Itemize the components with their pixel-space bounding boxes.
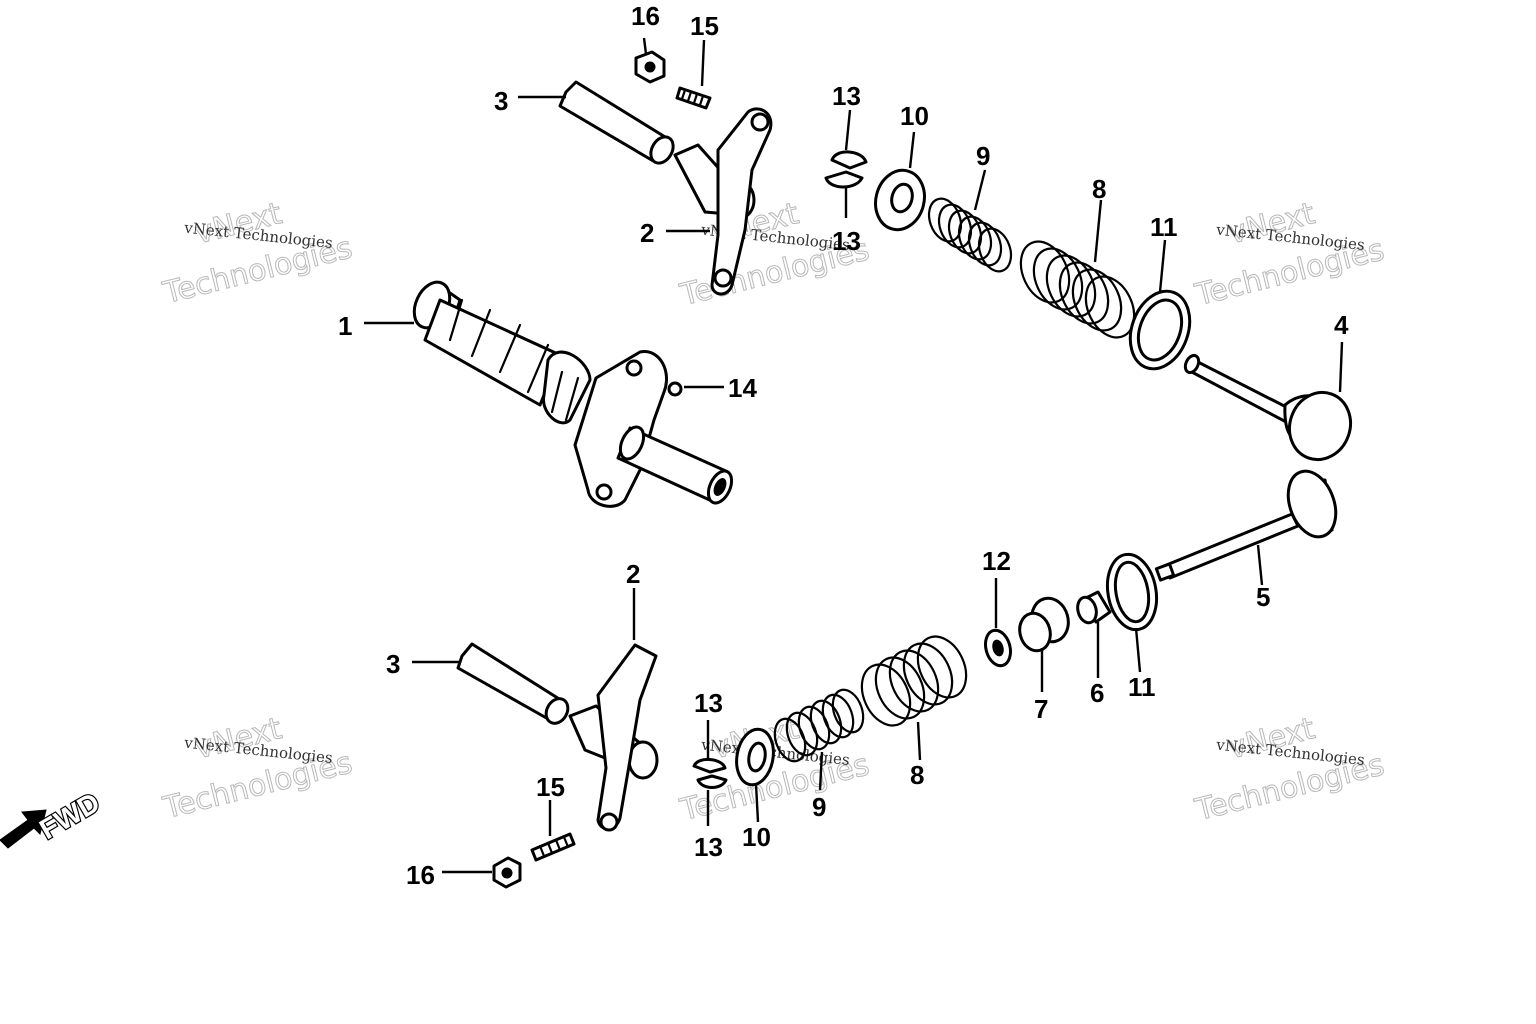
callout-12: 12 xyxy=(982,546,1011,576)
cotter-upper-part[interactable] xyxy=(824,150,868,189)
rocker-shaft-upper-part[interactable] xyxy=(558,80,678,167)
exhaust-valve-part[interactable] xyxy=(1154,465,1344,582)
spring-seat-upper-part[interactable] xyxy=(1120,283,1200,377)
watermark-right-bottom: vNext Technologies vNext Technologies xyxy=(1191,711,1388,829)
callout-13: 13 xyxy=(694,832,723,862)
spring-retainer-lower-part[interactable] xyxy=(732,726,777,787)
callout-16: 16 xyxy=(406,860,435,890)
intake-valve-part[interactable] xyxy=(1183,353,1360,468)
callout-8: 8 xyxy=(1092,174,1106,204)
callout-15: 15 xyxy=(536,772,565,802)
cotter-lower-part[interactable] xyxy=(692,758,728,789)
callout-10: 10 xyxy=(742,822,771,852)
callout-6: 6 xyxy=(1090,678,1104,708)
watermark-right-top: vNext Technologies vNext Technologies xyxy=(1191,196,1388,314)
camshaft-part[interactable] xyxy=(407,276,736,508)
nut-upper-part[interactable] xyxy=(634,50,666,84)
callout-9: 9 xyxy=(976,141,990,171)
outer-spring-lower-part[interactable] xyxy=(853,629,976,734)
valve-guide-part[interactable] xyxy=(1075,590,1112,625)
adjusting-screw-upper-part[interactable] xyxy=(675,86,712,110)
outer-spring-upper-part[interactable] xyxy=(1012,234,1144,346)
valve-stem-seal-part[interactable] xyxy=(1016,594,1073,654)
washer-part[interactable] xyxy=(982,628,1014,669)
callout-11: 11 xyxy=(1150,212,1178,242)
callout-13: 13 xyxy=(832,226,861,256)
watermark-left-top: vNext Technologies vNext Technologies xyxy=(159,196,356,312)
callout-16: 16 xyxy=(631,1,660,31)
spring-retainer-upper-part[interactable] xyxy=(869,165,931,235)
nut-lower-part[interactable] xyxy=(492,856,522,889)
callout-13: 13 xyxy=(832,81,861,111)
callout-9: 9 xyxy=(812,792,826,822)
forward-direction-indicator: FWD xyxy=(0,785,106,849)
callout-3: 3 xyxy=(494,86,508,116)
callout-8: 8 xyxy=(910,760,924,790)
callout-13: 13 xyxy=(694,688,723,718)
callout-4: 4 xyxy=(1334,310,1349,340)
oring-part[interactable] xyxy=(667,381,683,397)
callout-7: 7 xyxy=(1034,694,1048,724)
callout-15: 15 xyxy=(690,11,719,41)
rocker-arm-upper-part[interactable] xyxy=(673,107,773,296)
inner-spring-lower-part[interactable] xyxy=(769,686,868,766)
callout-3: 3 xyxy=(386,649,400,679)
callout-2: 2 xyxy=(626,559,640,589)
callout-5: 5 xyxy=(1256,582,1270,612)
spring-seat-lower-part[interactable] xyxy=(1102,550,1162,633)
callout-1: 1 xyxy=(338,311,352,341)
callout-10: 10 xyxy=(900,101,929,131)
adjusting-screw-lower-part[interactable] xyxy=(530,832,576,862)
callout-11: 11 xyxy=(1128,672,1156,702)
callout-2: 2 xyxy=(640,218,654,248)
inner-spring-upper-part[interactable] xyxy=(923,194,1016,276)
callout-14: 14 xyxy=(728,373,757,403)
watermark-left-bottom: vNext Technologies vNext Technologies xyxy=(159,711,356,827)
fwd-label: FWD xyxy=(34,786,105,845)
rocker-arm-lower-part[interactable] xyxy=(568,643,659,832)
leader-lines xyxy=(364,37,1344,874)
callout-labels: 16 15 3 2 13 13 10 9 8 11 1 14 4 5 12 2 … xyxy=(338,1,1349,890)
rocker-shaft-lower-part[interactable] xyxy=(456,642,572,727)
